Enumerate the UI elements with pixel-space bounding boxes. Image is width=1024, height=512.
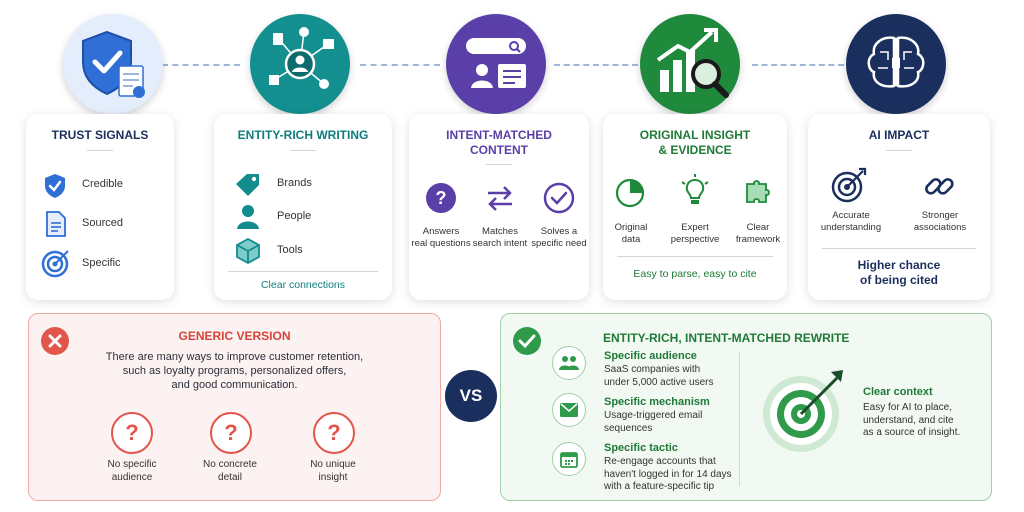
entity-writing-badge bbox=[250, 14, 350, 114]
calendar-icon bbox=[552, 442, 586, 476]
item-caption: Matches search intent bbox=[472, 226, 528, 249]
divider bbox=[87, 150, 113, 151]
card-title: TRUST SIGNALS bbox=[51, 128, 149, 142]
cube-icon bbox=[236, 237, 260, 265]
intent-content-badge bbox=[446, 14, 546, 114]
check-circle-icon bbox=[513, 327, 541, 355]
item-label: Credible bbox=[82, 178, 123, 190]
card-title: INTENT-MATCHED CONTENT bbox=[409, 128, 589, 158]
trust-signals-badge bbox=[63, 14, 163, 114]
item-label: Sourced bbox=[82, 217, 123, 229]
ai-impact-badge bbox=[846, 14, 946, 114]
item-label: Specific bbox=[82, 257, 121, 269]
brain-circuit-icon bbox=[867, 36, 925, 88]
item-caption: Expert perspective bbox=[670, 222, 720, 245]
divider bbox=[822, 248, 976, 249]
item-label: Brands bbox=[277, 177, 312, 189]
card-footer: Easy to parse, easy to cite bbox=[633, 268, 757, 280]
divider bbox=[486, 164, 512, 165]
connector-line bbox=[360, 64, 440, 66]
insight-evidence-card: ORIGINAL INSIGHT & EVIDENCE Original dat… bbox=[603, 114, 787, 300]
rewrite-item-head: Specific mechanism bbox=[604, 396, 710, 408]
title-line: ORIGINAL INSIGHT bbox=[639, 128, 751, 142]
ai-impact-card: AI IMPACT Accurate understanding Stronge… bbox=[808, 114, 990, 300]
rewrite-item-text: Usage-triggered email sequences bbox=[604, 410, 703, 434]
connector-line bbox=[554, 64, 638, 66]
question-icon: ? bbox=[210, 412, 252, 454]
item-caption: Answers real questions bbox=[411, 226, 471, 249]
intent-content-card: INTENT-MATCHED CONTENT ? Answers real qu… bbox=[409, 114, 589, 300]
vs-badge: VS bbox=[445, 370, 497, 422]
card-footer: Higher chance of being cited bbox=[857, 258, 941, 287]
title-line: CONTENT bbox=[470, 143, 528, 157]
tag-icon bbox=[236, 174, 259, 196]
connector-line bbox=[752, 64, 844, 66]
lightbulb-icon bbox=[681, 174, 709, 204]
item-caption: Stronger associations bbox=[913, 210, 967, 233]
trust-signals-card: TRUST SIGNALS Credible Sourced Specific bbox=[26, 114, 174, 300]
divider bbox=[228, 271, 378, 272]
x-circle-icon bbox=[41, 327, 69, 355]
generic-text: There are many ways to improve customer … bbox=[105, 351, 364, 391]
rewrite-panel: ENTITY-RICH, INTENT-MATCHED REWRITE Spec… bbox=[500, 313, 992, 501]
title-line: & EVIDENCE bbox=[658, 143, 732, 157]
divider bbox=[739, 352, 740, 486]
check-circle-icon bbox=[543, 182, 575, 214]
rewrite-item-text: Re-engage accounts that haven't logged i… bbox=[604, 456, 732, 492]
entity-writing-card: ENTITY-RICH WRITING Brands People Tools … bbox=[214, 114, 392, 300]
item-caption: Solves a specific need bbox=[531, 226, 587, 249]
card-title: AI IMPACT bbox=[868, 128, 930, 142]
context-head: Clear context bbox=[863, 386, 933, 398]
rewrite-item-head: Specific tactic bbox=[604, 442, 678, 454]
panel-title: GENERIC VERSION bbox=[178, 329, 291, 343]
entity-network-icon bbox=[269, 27, 334, 89]
card-title: ENTITY-RICH WRITING bbox=[237, 128, 369, 142]
rewrite-item-text: SaaS companies with under 5,000 active u… bbox=[604, 364, 714, 388]
missing-caption: No concrete detail bbox=[203, 459, 257, 483]
divider bbox=[617, 256, 773, 257]
arrows-icon bbox=[488, 186, 512, 211]
divider bbox=[886, 150, 912, 151]
link-icon bbox=[925, 178, 954, 195]
growth-chart-icon bbox=[656, 28, 729, 98]
question-icon: ? bbox=[313, 412, 355, 454]
document-icon bbox=[46, 211, 66, 237]
question-icon: ? bbox=[426, 183, 456, 213]
person-icon bbox=[237, 205, 259, 229]
pie-chart-icon bbox=[615, 178, 645, 208]
missing-caption: No specific audience bbox=[107, 459, 157, 483]
rewrite-item-head: Specific audience bbox=[604, 350, 697, 362]
bullseye-icon bbox=[763, 370, 843, 452]
card-footer: Clear connections bbox=[260, 279, 346, 291]
question-icon: ? bbox=[111, 412, 153, 454]
target-arrow-icon bbox=[831, 167, 867, 203]
svg-text:?: ? bbox=[436, 188, 447, 208]
shield-check-icon bbox=[82, 30, 145, 98]
shield-check-icon bbox=[45, 174, 65, 198]
divider bbox=[290, 150, 316, 151]
item-label: Tools bbox=[277, 244, 303, 256]
envelope-icon bbox=[552, 393, 586, 427]
puzzle-icon bbox=[746, 180, 770, 203]
context-text: Easy for AI to place, understand, and ci… bbox=[863, 402, 961, 438]
title-line: INTENT-MATCHED bbox=[446, 128, 552, 142]
users-icon bbox=[552, 346, 586, 380]
item-caption: Clear framework bbox=[735, 222, 781, 245]
missing-caption: No unique insight bbox=[310, 459, 356, 483]
card-title: ORIGINAL INSIGHT & EVIDENCE bbox=[603, 128, 787, 158]
search-profile-icon bbox=[466, 38, 526, 88]
generic-version-panel: GENERIC VERSION There are many ways to i… bbox=[28, 313, 441, 501]
panel-title: ENTITY-RICH, INTENT-MATCHED REWRITE bbox=[603, 331, 850, 345]
target-icon bbox=[41, 250, 69, 278]
connector-line bbox=[162, 64, 240, 66]
insight-evidence-badge bbox=[640, 14, 740, 114]
item-caption: Original data bbox=[614, 222, 648, 245]
item-caption: Accurate understanding bbox=[820, 210, 882, 233]
item-label: People bbox=[277, 210, 312, 222]
